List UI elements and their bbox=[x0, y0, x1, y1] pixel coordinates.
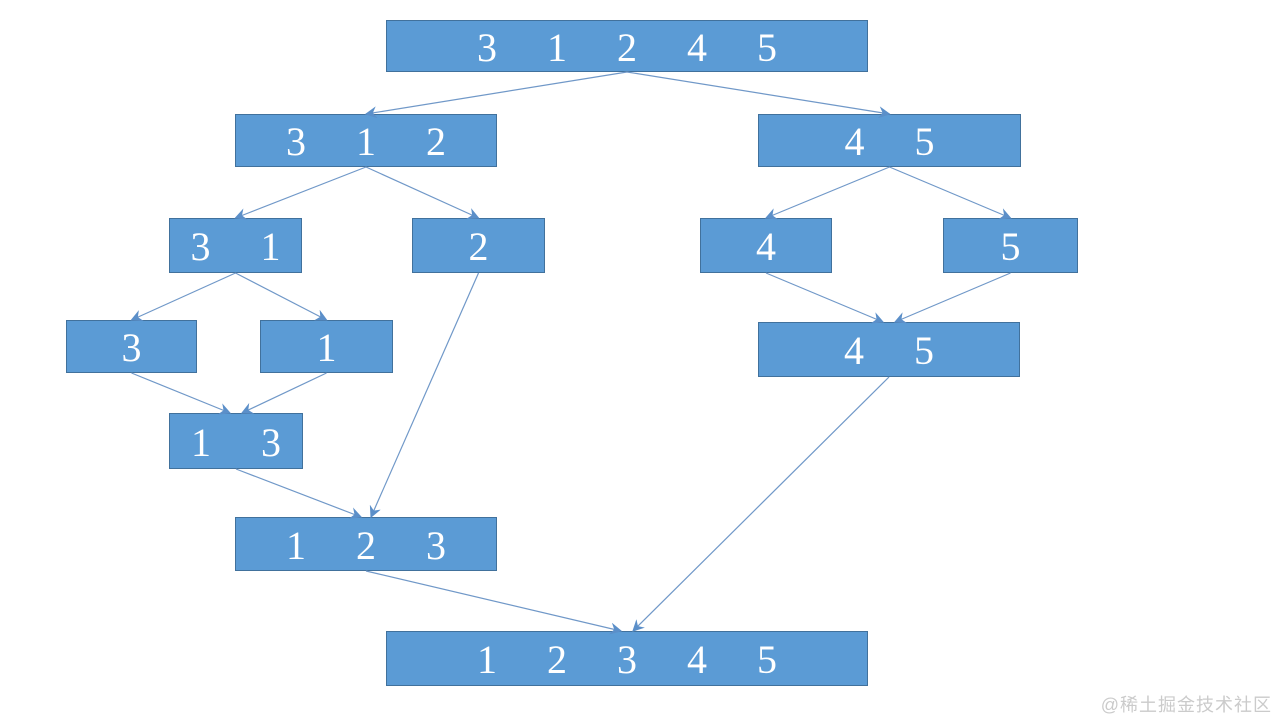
node-split-4: 4 bbox=[700, 218, 832, 273]
node-split-3: 3 bbox=[66, 320, 197, 373]
watermark: @稀土掘金技术社区 bbox=[1100, 695, 1272, 715]
node-label: 4 bbox=[756, 224, 776, 269]
node-label: 3 1 bbox=[190, 224, 281, 269]
node-label: 3 1 2 4 5 bbox=[477, 24, 777, 70]
node-label: 3 1 2 bbox=[286, 119, 446, 164]
node-label: 1 3 bbox=[191, 419, 281, 465]
node-split-31245: 3 1 2 4 5 bbox=[386, 20, 868, 72]
node-split-31: 3 1 bbox=[169, 218, 302, 273]
node-split-312: 3 1 2 bbox=[235, 114, 497, 167]
node-label: 4 5 bbox=[844, 328, 934, 373]
node-label: 3 bbox=[121, 325, 142, 370]
node-merge-45: 4 5 bbox=[758, 322, 1020, 377]
node-label: 1 2 3 4 5 bbox=[477, 637, 777, 682]
node-split-45: 4 5 bbox=[758, 114, 1021, 167]
node-merge-13: 1 3 bbox=[169, 413, 303, 469]
node-merge-12345: 1 2 3 4 5 bbox=[386, 631, 868, 686]
node-label: 2 bbox=[468, 224, 489, 269]
node-split-5: 5 bbox=[943, 218, 1078, 273]
node-label: 1 bbox=[316, 325, 337, 370]
node-label: 1 2 3 bbox=[286, 522, 446, 568]
node-merge-123: 1 2 3 bbox=[235, 517, 497, 571]
node-label: 5 bbox=[1000, 224, 1021, 269]
node-split-1: 1 bbox=[260, 320, 393, 373]
node-label: 4 5 bbox=[844, 119, 935, 164]
node-split-2: 2 bbox=[412, 218, 545, 273]
